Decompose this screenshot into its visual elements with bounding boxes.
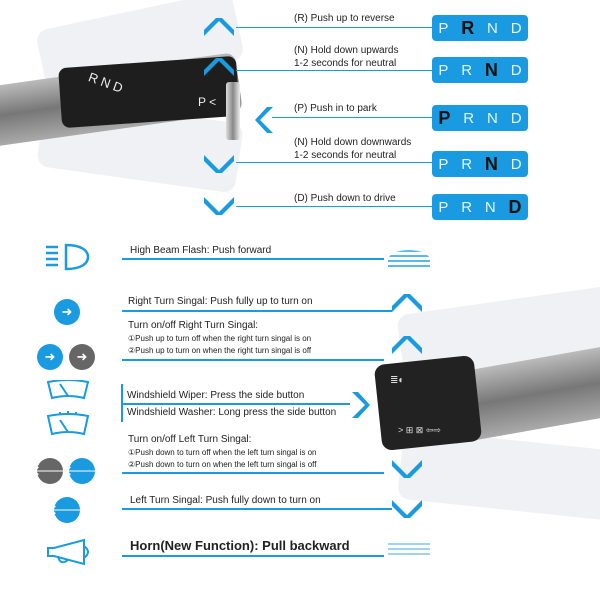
gear-row-label: (D) Push down to drive [294, 193, 396, 204]
gear-r: R [461, 198, 473, 216]
divider [122, 472, 384, 474]
chevron-down-icon [392, 500, 422, 518]
chevron-up-icon [204, 58, 234, 76]
right-arrow-gray-icon: ➜ [69, 344, 95, 370]
gear-row-label: (P) Push in to park [294, 103, 377, 114]
gear-n-active: N [484, 153, 498, 174]
divider [122, 403, 350, 405]
washer-icon [46, 411, 90, 436]
gear-r: R [461, 61, 473, 79]
washer-label: Windshield Washer: Long press the side b… [127, 407, 337, 418]
chevron-up-icon [204, 18, 234, 36]
stalk-icons: ≣◐ [390, 375, 405, 386]
left-arrow-gray-icon: 🡐 [33, 458, 67, 484]
high-beam-icon [46, 243, 90, 271]
divider [122, 508, 392, 510]
gear-p: P [438, 198, 449, 216]
gear-d: D [510, 61, 522, 79]
backward-motion-icon [388, 543, 430, 557]
gear-n: N [487, 19, 498, 37]
right-toggle-step-2: ②Push up to turn on when the right turn … [128, 346, 312, 355]
gear-r: R [463, 109, 475, 127]
gear-d-active: D [508, 196, 522, 217]
light-stalk-tip [373, 355, 483, 451]
left-arrow-icon: 🡐 [65, 458, 99, 484]
left-toggle-step-2: ②Push down to turn on when the left turn… [128, 460, 317, 469]
divider [236, 27, 432, 28]
horn-icon [47, 538, 89, 566]
left-turn-label: Left Turn Singal: Push fully down to tur… [130, 495, 321, 506]
gear-row-label: (N) Hold down downwards [294, 137, 412, 148]
gear-p-active: P [438, 107, 451, 128]
stalk-p-label: P < [198, 95, 217, 109]
horn-label: Horn(New Function): Pull backward [130, 538, 350, 553]
gear-n-active: N [484, 59, 498, 80]
gear-d: D [510, 155, 522, 173]
right-turn-label: Right Turn Singal: Push fully up to turn… [128, 296, 313, 307]
gear-p: P [438, 61, 449, 79]
gear-row-label: (N) Hold down upwards [294, 45, 399, 56]
chevron-down-icon [204, 155, 234, 173]
gear-d: D [510, 109, 522, 127]
chevron-right-icon [352, 392, 370, 418]
divider [122, 555, 384, 557]
chevron-down-icon [204, 197, 234, 215]
stalk-chrome-end [226, 82, 240, 140]
stalk-icons: > ⊞ ⊠ ⇦⇨ [398, 425, 441, 435]
wiper-icon [46, 380, 90, 400]
gear-n: N [487, 109, 498, 127]
gear-row-sublabel: 1-2 seconds for neutral [294, 150, 397, 161]
gear-d: D [510, 19, 522, 37]
gear-r-active: R [461, 17, 475, 38]
gear-n: N [484, 198, 496, 216]
chevron-up-icon [392, 336, 422, 354]
gear-row-sublabel: 1-2 seconds for neutral [294, 58, 397, 69]
divider [122, 359, 384, 361]
left-arrow-icon: 🡐 [50, 497, 84, 523]
right-toggle-title: Turn on/off Right Turn Singal: [128, 320, 259, 331]
chevron-left-icon [255, 107, 273, 133]
high-beam-label: High Beam Flash: Push forward [130, 245, 272, 256]
divider [236, 70, 432, 71]
wiper-label: Windshield Wiper: Press the side button [127, 390, 305, 401]
right-arrow-icon: ➜ [54, 299, 80, 325]
chevron-down-icon [392, 460, 422, 478]
left-toggle-step-1: ①Push down to turn off when the left tur… [128, 448, 317, 457]
gear-p: P [438, 155, 449, 173]
right-toggle-step-1: ①Push up to turn off when the right turn… [128, 334, 312, 343]
right-arrow-icon: ➜ [37, 344, 63, 370]
divider [122, 310, 392, 312]
chevron-up-icon [392, 294, 422, 312]
forward-motion-icon [388, 250, 430, 270]
gear-row-label: (R) Push up to reverse [294, 13, 395, 24]
gear-r: R [461, 155, 473, 173]
divider [272, 117, 432, 118]
divider [236, 162, 432, 163]
divider [236, 206, 432, 207]
left-toggle-title: Turn on/off Left Turn Singal: [128, 434, 252, 445]
gear-p: P [438, 19, 449, 37]
divider [122, 258, 384, 260]
